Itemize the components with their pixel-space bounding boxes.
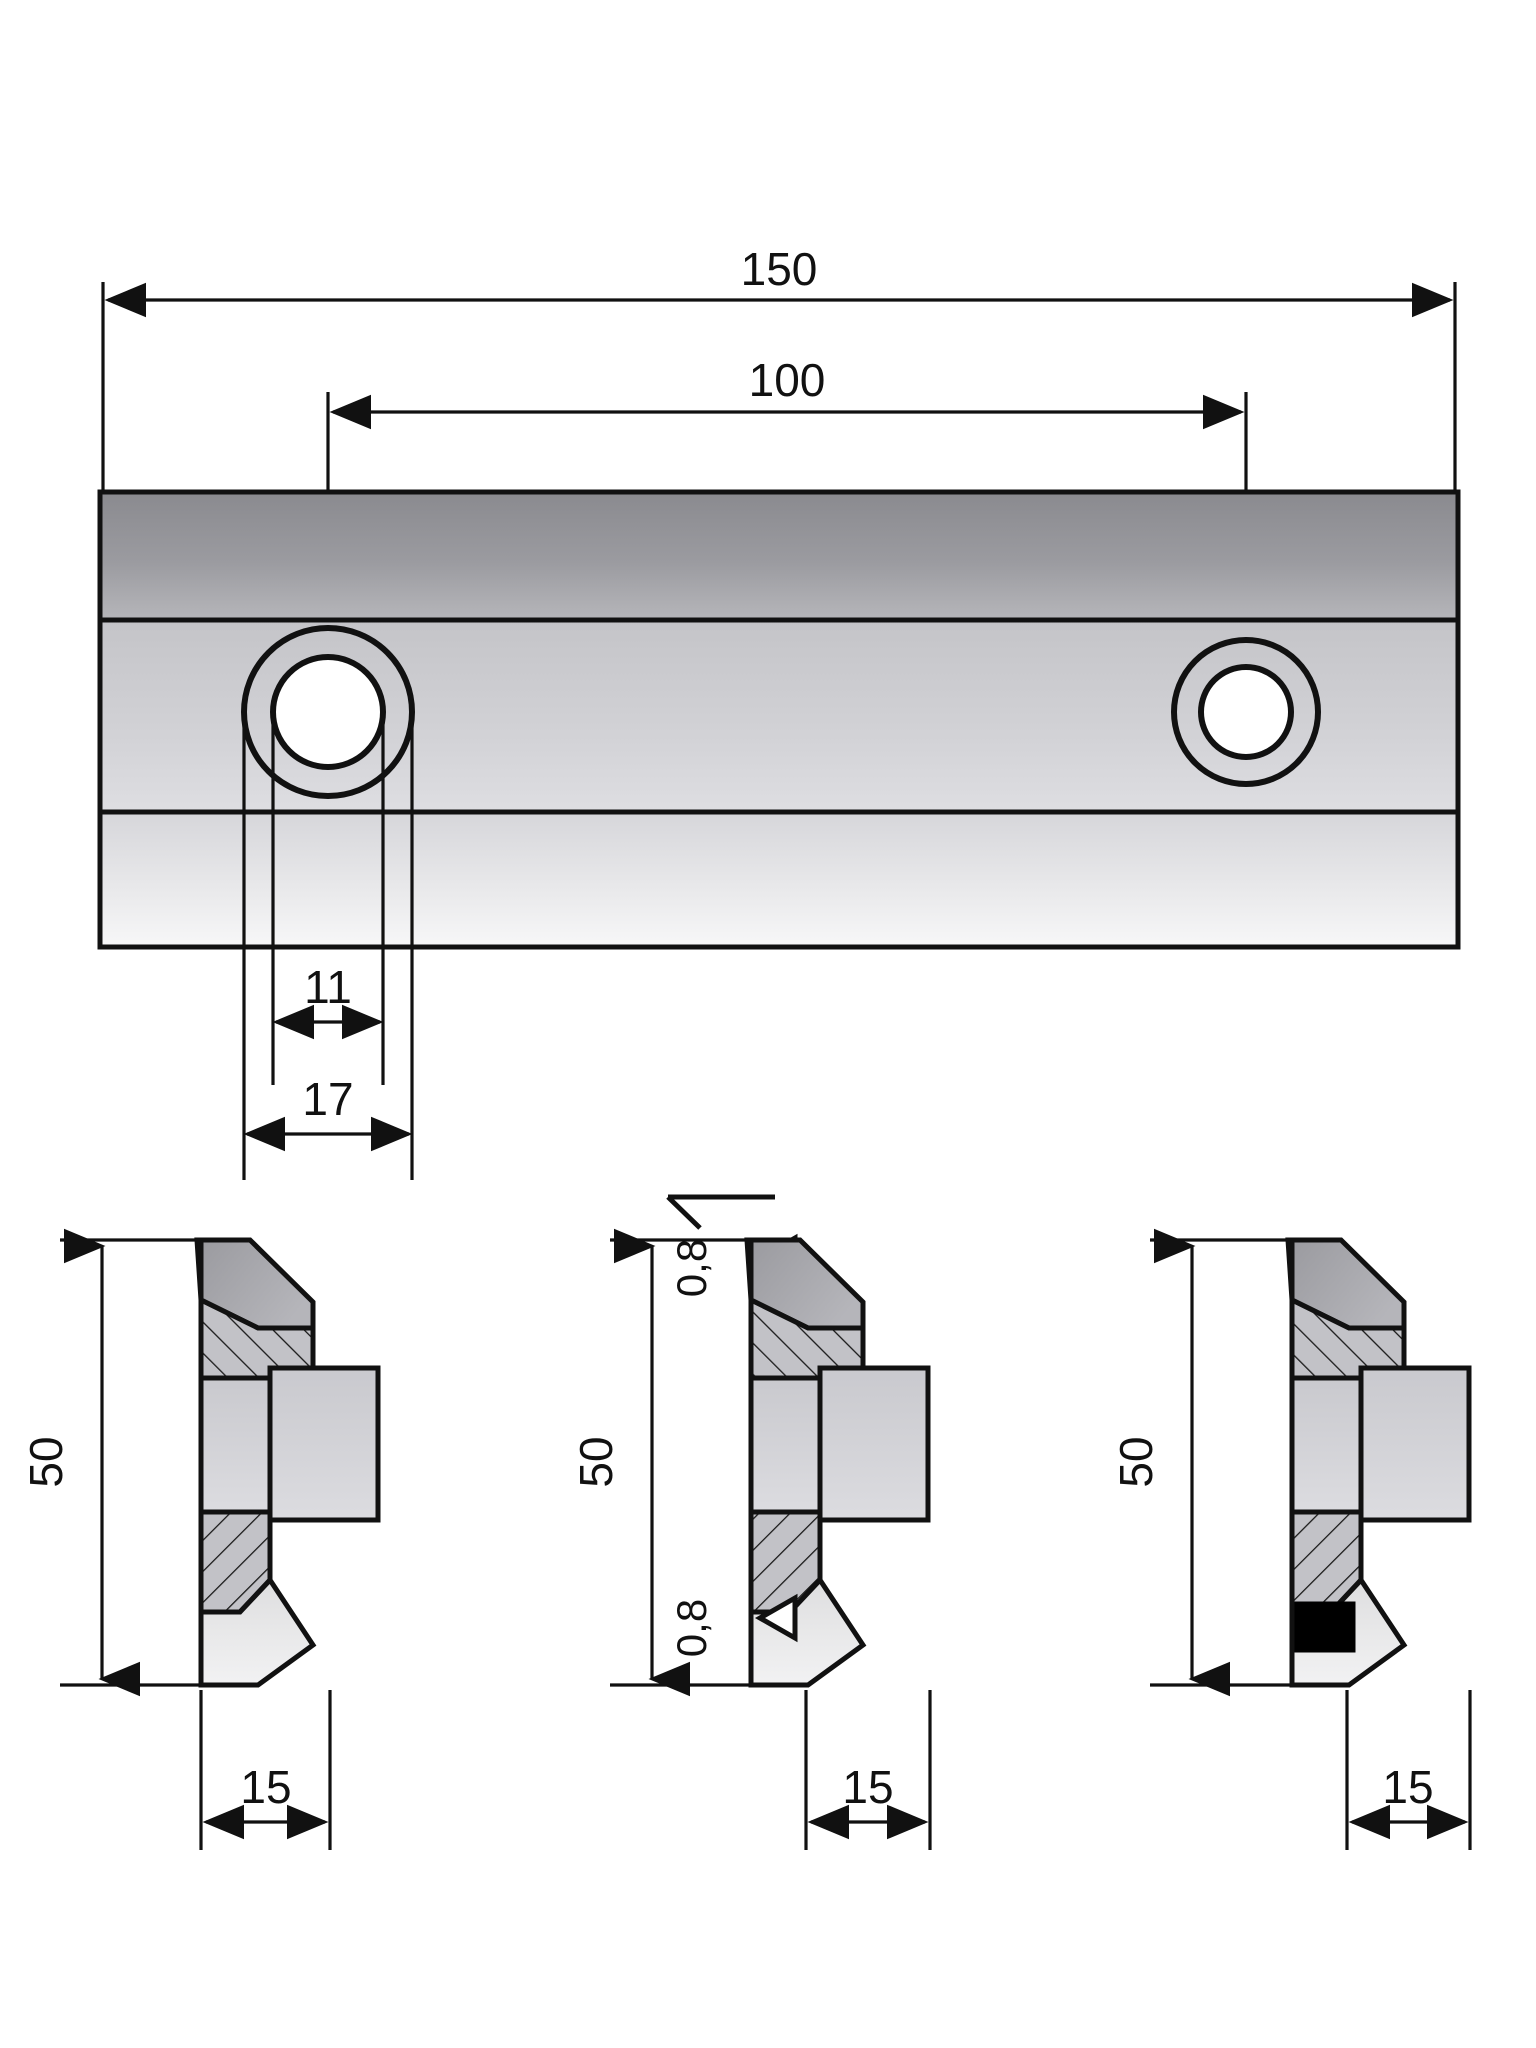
top-band [97,489,1461,623]
section3-dimension-15: 15 [1345,1690,1472,1850]
dimension-100: 100 [326,354,1248,600]
section3-profile [1285,1237,1472,1688]
dimension-150-label: 150 [741,243,818,295]
surface-finish-triangle-bottom-icon [754,1593,798,1643]
dimension-150: 150 [101,243,1457,492]
bottom-band [97,809,1461,950]
hole-inner-circle-right [1198,664,1294,760]
section-view-3: 50 15 [1110,1228,1472,1850]
section2-width-label: 15 [842,1761,893,1813]
dimension-11-label: 11 [304,961,352,1013]
section3-dimension-50: 50 [1110,1228,1330,1697]
section1-height-label: 50 [20,1436,72,1487]
section2-profile [744,1237,931,1688]
surface-finish-bottom-label: 0,8 [668,1599,715,1657]
section2-height-label: 50 [570,1436,622,1487]
section1-inner-rect [267,1365,381,1523]
section3-inner-rect [1358,1365,1472,1523]
section-view-1: 50 15 [20,1228,381,1850]
section2-mid-left [748,1375,823,1515]
through-hole-right [1171,637,1321,787]
section1-dimension-15: 15 [199,1690,332,1850]
section2-dimension-15: 15 [804,1690,932,1850]
section3-width-label: 15 [1382,1761,1433,1813]
dimension-11: 11 [272,961,384,1040]
top-view: 150 100 [97,243,1461,1180]
through-hole-left [241,625,415,1180]
section1-profile [194,1237,381,1688]
solid-square-marker-icon [1294,1601,1356,1653]
surface-finish-top-label: 0,8 [668,1239,715,1297]
hole-inner-circle-left [270,654,386,770]
counterbore-outer-circle-right [1171,637,1321,787]
section1-dimension-50: 50 [20,1228,225,1697]
surface-finish-note-bottom: 0,8 [668,1593,798,1657]
section3-mid-left [1289,1375,1364,1515]
section3-height-label: 50 [1110,1436,1162,1487]
dimension-17: 17 [243,1073,413,1152]
section1-width-label: 15 [240,1761,291,1813]
section1-mid-left [198,1375,273,1515]
section2-inner-rect [817,1365,931,1523]
section-view-2: 50 0,8 0,8 15 [570,1194,932,1850]
dimension-17-label: 17 [302,1073,353,1125]
part-body-top-view [97,489,1461,950]
dimension-100-label: 100 [749,354,826,406]
